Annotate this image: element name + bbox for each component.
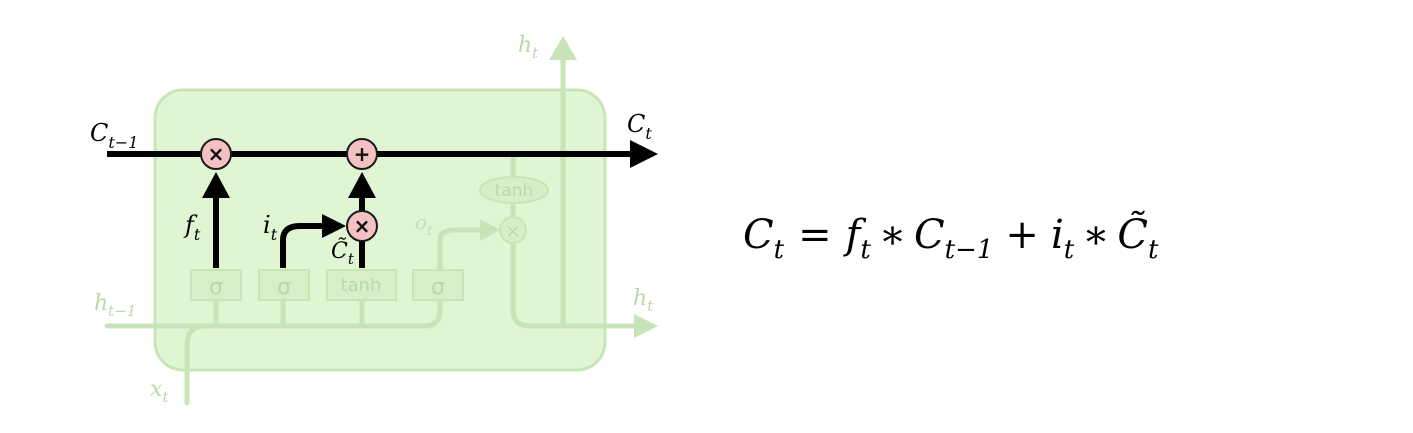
label-x-in: xt	[150, 377, 169, 406]
label-c-prev: Ct−1	[90, 119, 138, 152]
output-tanh-ellipse	[479, 176, 549, 204]
label-h-top: ht	[518, 33, 539, 62]
input-multiply-circle	[346, 210, 378, 242]
cell-add-circle	[346, 138, 378, 170]
gate-label-sigma-2: σ	[277, 275, 291, 300]
forget-arrowhead	[202, 172, 230, 198]
pointwise-ops	[200, 138, 378, 242]
input-gate-sigma-box	[258, 269, 310, 301]
label-h-prev: ht−1	[94, 291, 136, 320]
gate-label-tanh-2: tanh	[495, 181, 534, 201]
op-multiply-input-label: ×	[354, 214, 371, 238]
candidate-tanh-box	[326, 269, 397, 301]
cell-state-equation: Ct=ft∗Ct−1+it∗C̃t	[743, 211, 1159, 265]
label-o: ot	[415, 210, 433, 239]
active-arrowheads	[202, 140, 658, 238]
output-multiply-circle	[499, 216, 527, 244]
op-multiply-output-label: ×	[505, 221, 520, 242]
label-h-right: ht	[633, 286, 654, 315]
gate-label-sigma-3: σ	[431, 275, 445, 300]
label-i: it	[263, 211, 278, 244]
cell-output-arrowhead	[630, 140, 658, 168]
op-add-cell-label: +	[354, 142, 371, 166]
label-c-tilde: C̃t	[331, 238, 355, 268]
inactive-arrowheads	[480, 36, 658, 338]
label-c-out: Ct	[627, 110, 652, 143]
gate-boxes	[190, 176, 549, 301]
candidate-arrowhead	[348, 172, 376, 198]
op-multiply-forget-label: ×	[208, 142, 225, 166]
gate-label-sigma-1: σ	[209, 275, 223, 300]
output-gate-sigma-box	[412, 269, 464, 301]
forget-multiply-circle	[200, 138, 232, 170]
gate-label-tanh-1: tanh	[341, 275, 382, 296]
forget-gate-sigma-box	[190, 269, 242, 301]
input-arrowhead	[322, 214, 346, 238]
